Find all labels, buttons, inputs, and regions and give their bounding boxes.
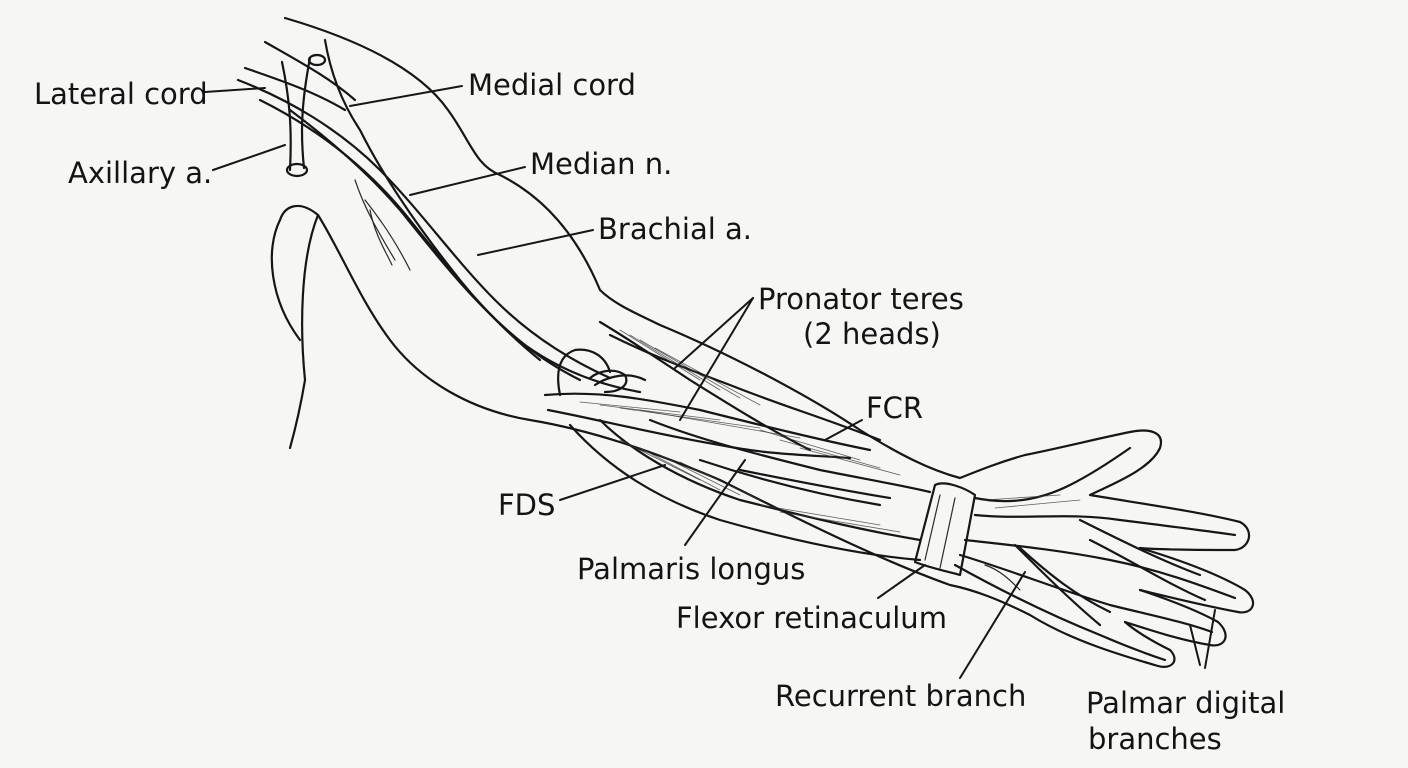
label-flexor-retinaculum: Flexor retinaculum bbox=[676, 601, 947, 635]
label-lateral-cord: Lateral cord bbox=[34, 77, 208, 111]
label-palmaris-longus: Palmaris longus bbox=[577, 552, 806, 586]
label-pronator-teres: Pronator teres bbox=[758, 282, 964, 316]
label-medial-cord: Medial cord bbox=[468, 68, 636, 102]
hand-structures bbox=[953, 446, 1237, 662]
neurovascular-bundle bbox=[236, 38, 642, 394]
label-palmar-digital-branches: branches bbox=[1088, 722, 1222, 756]
label-fcr: FCR bbox=[866, 391, 924, 425]
arm-outline bbox=[270, 16, 1255, 668]
label-recurrent-branch: Recurrent branch bbox=[775, 679, 1027, 713]
label-pronator-teres-heads: (2 heads) bbox=[803, 317, 941, 351]
label-median-nerve: Median n. bbox=[530, 147, 673, 181]
label-axillary-artery: Axillary a. bbox=[68, 156, 213, 190]
leader-lines bbox=[204, 85, 1216, 679]
label-palmar-digital: Palmar digital bbox=[1086, 686, 1286, 720]
forearm-muscles bbox=[543, 320, 932, 562]
label-brachial-artery: Brachial a. bbox=[598, 212, 753, 246]
flexor-retinaculum-band bbox=[913, 482, 977, 577]
label-fds: FDS bbox=[498, 488, 556, 522]
